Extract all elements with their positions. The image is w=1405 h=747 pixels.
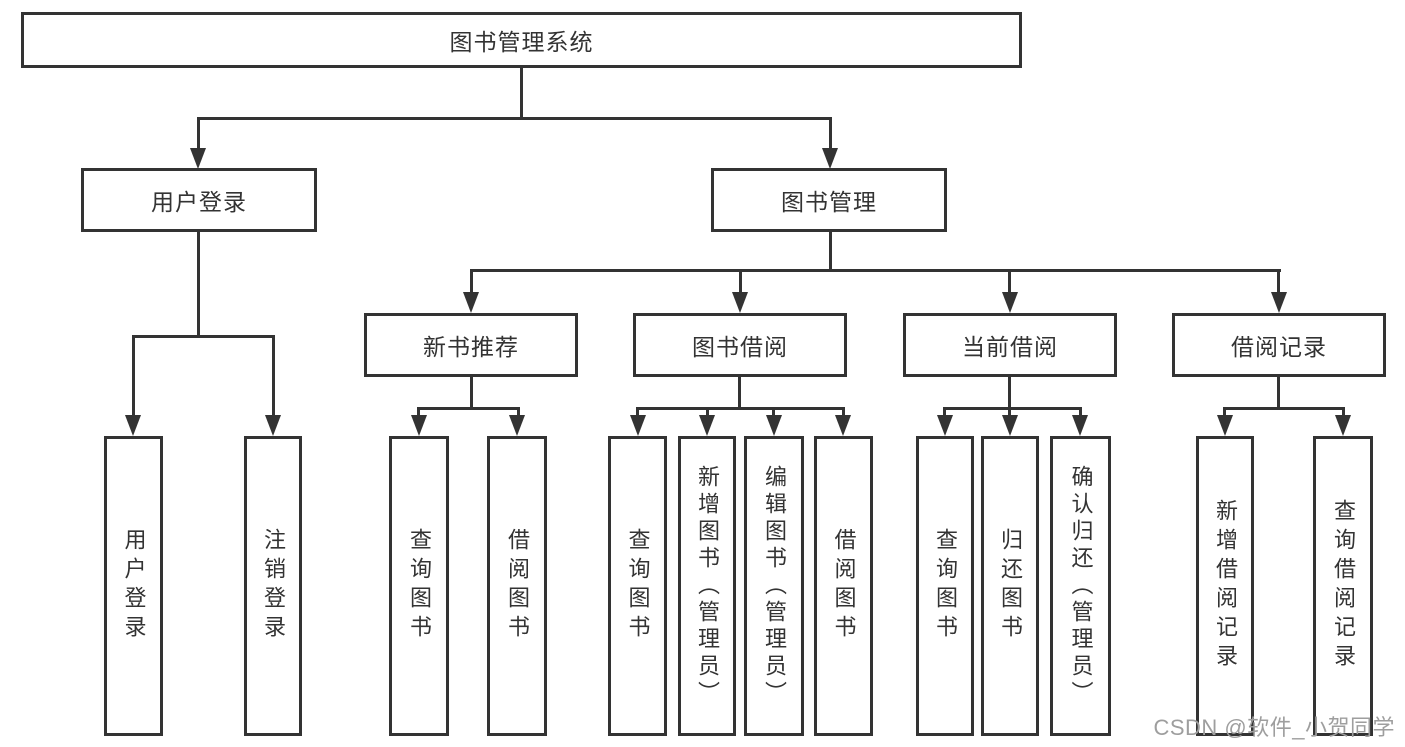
connector-line [417,407,420,419]
connector-line [738,377,741,410]
connector-line [417,407,520,410]
connector-line [1008,377,1011,410]
connector-line [1342,407,1345,419]
connector-line [132,335,135,417]
arrow-down-icon [937,415,953,436]
connector-line [706,407,709,419]
node-label: 用户登录 [151,189,247,215]
arrow-down-icon [766,415,782,436]
connector-line [470,377,473,410]
connector-line [1277,377,1280,410]
arrow-down-icon [1335,415,1351,436]
watermark: CSDN @软件_小贺同学 [1153,715,1395,740]
arrow-down-icon [190,148,206,169]
node-borrowing-records: 借阅记录 [1172,313,1386,377]
connector-line [1079,407,1082,419]
connector-line [943,407,1082,410]
node-label: 查询借阅记录 [1331,499,1356,673]
arrow-down-icon [125,415,141,436]
node-label: 查询图书 [625,528,651,644]
connector-line [1223,407,1344,410]
node-label: 当前借阅 [962,334,1058,360]
connector-line [197,117,832,120]
node-user-login: 用户登录 [81,168,317,232]
node-book-borrowing: 图书借阅 [633,313,847,377]
leaf-cb-return-books: 归还图书 [981,436,1039,736]
node-label: 用户登录 [121,528,147,644]
leaf-cb-query-books: 查询图书 [916,436,974,736]
node-label: 编辑图书（管理员） [762,464,787,708]
leaf-br-query-record: 查询借阅记录 [1313,436,1373,736]
node-label: 借阅图书 [505,528,530,644]
node-new-book-recommendation: 新书推荐 [364,313,578,377]
arrow-down-icon [822,148,838,169]
connector-line [636,407,845,410]
connector-line [842,407,845,419]
connector-line [272,335,275,417]
node-label: 新增借阅记录 [1213,499,1238,673]
connector-line [517,407,520,419]
node-label: 新增图书（管理员） [695,464,720,708]
leaf-bb-edit-books-admin: 编辑图书（管理员） [744,436,804,736]
arrow-down-icon [1271,292,1287,313]
leaf-logout: 注销登录 [244,436,302,736]
node-label: 确认归还（管理员） [1068,464,1094,708]
node-current-borrowing: 当前借阅 [903,313,1117,377]
node-label: 查询图书 [933,528,958,644]
connector-line [943,407,946,419]
connector-line [470,269,1281,272]
connector-line [829,117,832,153]
connector-line [197,117,200,153]
arrow-down-icon [732,292,748,313]
node-label: 图书管理系统 [449,29,594,55]
arrow-down-icon [699,415,715,436]
leaf-cb-confirm-return-admin: 确认归还（管理员） [1050,436,1111,736]
arrow-down-icon [1002,415,1018,436]
node-label: 查询图书 [407,528,432,644]
node-root-system: 图书管理系统 [21,12,1022,68]
leaf-bb-borrow-books: 借阅图书 [814,436,873,736]
arrow-down-icon [835,415,851,436]
connector-line [772,407,775,419]
connector-line [1008,407,1011,419]
leaf-nbr-borrow-books: 借阅图书 [487,436,547,736]
leaf-br-add-record: 新增借阅记录 [1196,436,1254,736]
node-label: 图书借阅 [692,334,788,360]
connector-line [1277,269,1280,294]
arrow-down-icon [1072,415,1088,436]
node-label: 借阅图书 [831,528,857,644]
arrow-down-icon [509,415,525,436]
node-label: 归还图书 [998,528,1023,644]
connector-line [197,232,200,338]
node-book-management: 图书管理 [711,168,947,232]
connector-line [470,269,473,294]
connector-line [132,335,275,338]
node-label: 注销登录 [261,528,286,644]
connector-line [829,232,832,272]
arrow-down-icon [265,415,281,436]
leaf-nbr-query-books: 查询图书 [389,436,449,736]
arrow-down-icon [1217,415,1233,436]
leaf-bb-query-books: 查询图书 [608,436,667,736]
leaf-user-login: 用户登录 [104,436,163,736]
node-label: 借阅记录 [1231,334,1327,360]
connector-line [1008,269,1011,294]
arrow-down-icon [630,415,646,436]
arrow-down-icon [463,292,479,313]
node-label: 新书推荐 [423,334,519,360]
connector-line [636,407,639,419]
connector-line [520,68,523,120]
connector-line [739,269,742,294]
leaf-bb-add-books-admin: 新增图书（管理员） [678,436,736,736]
arrow-down-icon [411,415,427,436]
arrow-down-icon [1002,292,1018,313]
connector-line [1223,407,1226,419]
node-label: 图书管理 [781,189,877,215]
